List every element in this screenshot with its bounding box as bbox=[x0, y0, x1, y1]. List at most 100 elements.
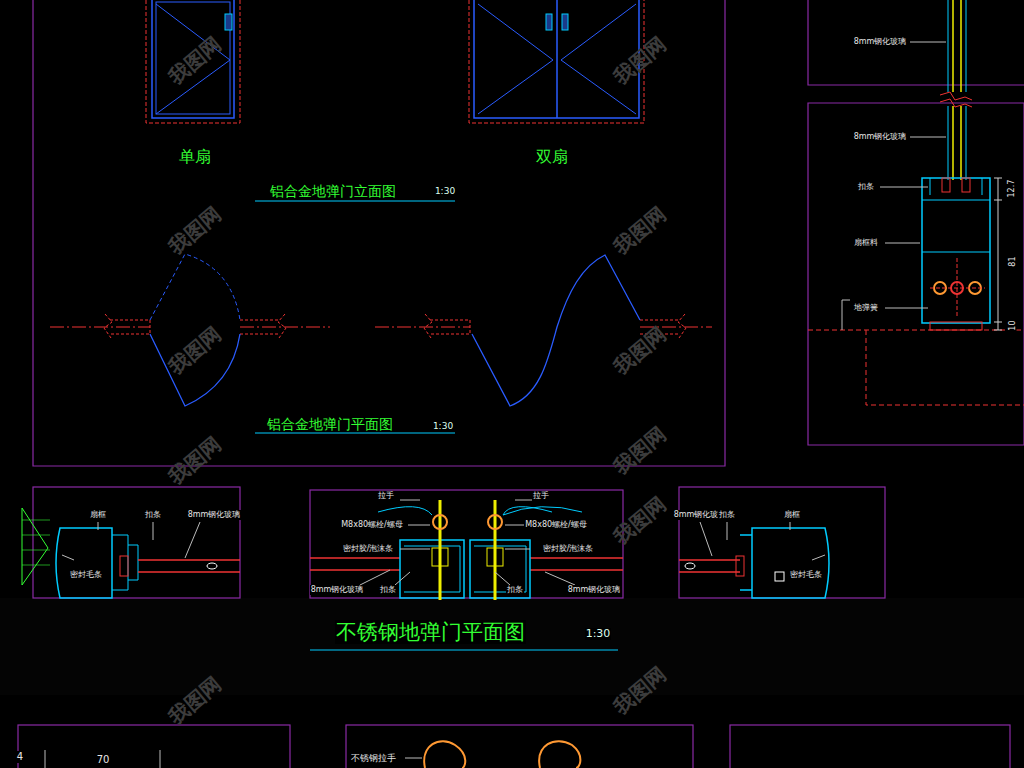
part-name: 扇框 bbox=[89, 510, 107, 519]
view-title: 铝合金地弹门平面图 bbox=[266, 416, 394, 432]
meeting-stile-section bbox=[378, 507, 582, 515]
meeting-stile-section bbox=[488, 515, 502, 529]
lower-band bbox=[0, 598, 1024, 695]
part-name: 扣条 bbox=[379, 585, 397, 594]
view-name: 单扇 bbox=[178, 148, 212, 166]
meeting-stile-section bbox=[360, 500, 575, 585]
watermark: 我图网 bbox=[610, 32, 671, 88]
part-name: 扣条 bbox=[718, 510, 736, 519]
panel-frame bbox=[33, 0, 725, 466]
sill-section bbox=[808, 330, 1024, 405]
door-plan bbox=[150, 254, 240, 320]
part-name: 8mm钢化玻璃 bbox=[187, 510, 242, 519]
meeting-stile-section bbox=[433, 515, 447, 529]
jamb-section-left bbox=[22, 520, 50, 565]
part-name: M8x80螺栓/螺母 bbox=[340, 520, 404, 529]
sill-section bbox=[948, 0, 966, 180]
sill-section bbox=[808, 0, 1024, 405]
dimension: 12.7 bbox=[1007, 179, 1016, 199]
door-elevation bbox=[146, 0, 240, 123]
view-name: 双扇 bbox=[535, 148, 569, 166]
part-name: 8mm钢化玻璃 bbox=[567, 585, 622, 594]
dimension: 70 bbox=[96, 754, 111, 766]
sill-section bbox=[922, 178, 990, 252]
part-name: 地弹簧 bbox=[853, 303, 879, 312]
meeting-stile-section bbox=[310, 500, 623, 600]
door-elevation bbox=[556, 0, 558, 118]
part-name: 密封毛条 bbox=[789, 570, 823, 579]
door-plan bbox=[472, 255, 640, 406]
sill-section bbox=[922, 178, 990, 323]
handle-detail bbox=[45, 750, 422, 768]
jamb-section-left bbox=[207, 563, 217, 569]
door-elevation bbox=[152, 0, 234, 118]
jamb-section-left bbox=[56, 528, 112, 598]
sill-section bbox=[930, 258, 985, 318]
part-name: 密封胶/泡沫条 bbox=[342, 544, 395, 553]
jamb-section-right bbox=[685, 563, 695, 569]
part-name: 拉手 bbox=[377, 491, 395, 500]
part-name: 密封胶/泡沫条 bbox=[542, 544, 595, 553]
view-title: 铝合金地弹门立面图 bbox=[269, 183, 397, 199]
jamb-section-left bbox=[112, 535, 138, 590]
door-elevation bbox=[146, 0, 644, 123]
door-elevation bbox=[562, 14, 568, 30]
panel-frame bbox=[679, 487, 885, 598]
door-elevation bbox=[156, 4, 230, 114]
panel-frame bbox=[310, 490, 623, 598]
part-name: 8mm钢化玻璃 bbox=[310, 585, 365, 594]
part-name: M8x80螺栓/螺母 bbox=[524, 520, 588, 529]
watermark: 我图网 bbox=[165, 202, 226, 258]
watermark: 我图网 bbox=[610, 202, 671, 258]
part-name: 8mm钢化玻璃 bbox=[853, 132, 908, 141]
door-elevation bbox=[156, 2, 230, 114]
part-name: 不锈钢拉手 bbox=[350, 753, 397, 763]
door-plan bbox=[50, 327, 712, 328]
part-name: 扇框 bbox=[783, 510, 801, 519]
sill-section bbox=[994, 178, 1002, 330]
jamb-section-left bbox=[120, 556, 128, 576]
jamb-section-right bbox=[679, 560, 740, 572]
door-elevation bbox=[225, 14, 232, 30]
panel-frame bbox=[808, 103, 1024, 445]
part-name: 扣条 bbox=[857, 182, 875, 191]
door-plan bbox=[50, 201, 712, 433]
sill-section bbox=[940, 92, 972, 100]
lower-band bbox=[0, 598, 1024, 695]
watermark: 我图网 bbox=[610, 322, 671, 378]
sill-section bbox=[842, 42, 946, 330]
watermark: 我图网 bbox=[610, 422, 671, 478]
jamb-section-left bbox=[22, 508, 240, 598]
part-name: 扇框料 bbox=[853, 238, 879, 247]
handle-detail bbox=[45, 741, 580, 768]
sill-section bbox=[962, 178, 970, 192]
sill-section bbox=[942, 178, 950, 192]
panel-frame bbox=[18, 0, 1024, 768]
handle-detail bbox=[424, 741, 465, 768]
panel-frame bbox=[730, 725, 1010, 768]
jamb-section-right bbox=[310, 522, 829, 650]
part-name: 密封毛条 bbox=[69, 570, 103, 579]
door-elevation bbox=[469, 0, 644, 123]
sill-section bbox=[940, 99, 972, 107]
scale: 1:30 bbox=[432, 421, 454, 431]
dimension: 10 bbox=[1007, 320, 1016, 332]
panel-frame bbox=[33, 487, 240, 598]
part-name: 拉手 bbox=[532, 491, 550, 500]
sill-section bbox=[930, 322, 982, 330]
watermark: 我图网 bbox=[165, 322, 226, 378]
part-name: 8mm钢化玻璃 bbox=[853, 37, 908, 46]
meeting-stile-section bbox=[487, 548, 503, 566]
scale: 1:30 bbox=[585, 628, 612, 641]
jamb-section-left bbox=[22, 508, 48, 585]
part-name: 扣条 bbox=[144, 510, 162, 519]
meeting-stile-section bbox=[310, 558, 623, 570]
jamb-section-left bbox=[62, 522, 200, 560]
handle-detail bbox=[539, 741, 580, 768]
door-plan bbox=[255, 201, 455, 433]
panel-frame bbox=[346, 725, 693, 768]
jamb-section-right bbox=[700, 522, 825, 560]
drawing-title: 不锈钢地弹门平面图 bbox=[335, 620, 526, 644]
